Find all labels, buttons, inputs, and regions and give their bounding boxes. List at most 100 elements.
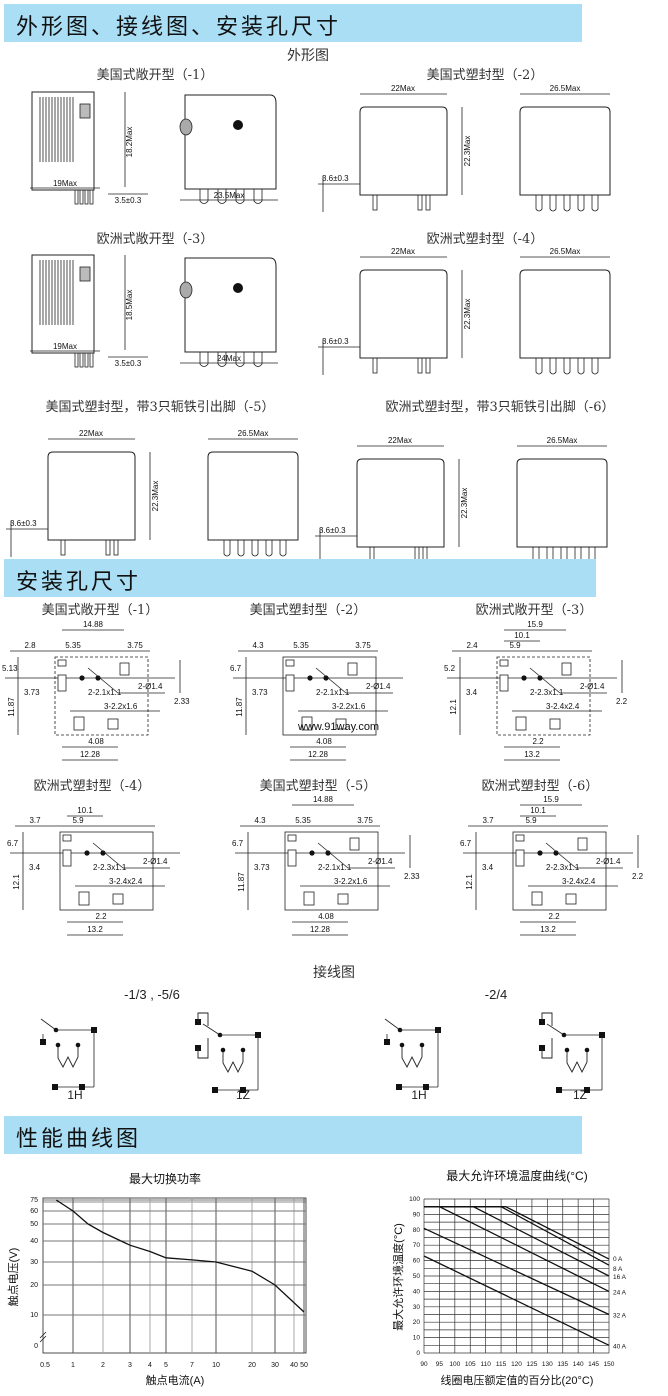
dim-bottom-1: 4.08 xyxy=(316,737,332,746)
dim-upper-height: 5.2 xyxy=(444,664,456,673)
coil-icon xyxy=(566,1050,588,1074)
pin xyxy=(237,540,245,557)
slot-hole xyxy=(57,674,67,692)
slot-hole xyxy=(285,674,295,692)
dim-hole-spacing: 5.9 xyxy=(525,816,537,825)
pin xyxy=(535,195,543,212)
mount-label-4: 欧洲式塑封型（-4） xyxy=(33,779,151,794)
y-tick-label: 30 xyxy=(413,1304,421,1311)
dim-hole-diameter: 2-Ø1.4 xyxy=(368,857,393,866)
slot-hole xyxy=(499,659,509,667)
dim-mid-height: 3.4 xyxy=(482,863,494,872)
x-tick-label: 10 xyxy=(212,1362,220,1369)
spring-icon xyxy=(179,118,193,136)
round-hole xyxy=(95,675,101,681)
dim-pin-offset: 3.75 xyxy=(355,641,371,650)
relay-body-front xyxy=(519,106,611,196)
y-tick-label: 40 xyxy=(413,1288,421,1295)
mount-label-5: 美国式塑封型（-5） xyxy=(259,779,377,794)
y-tick-label: 50 xyxy=(413,1273,421,1280)
dim-slot-size: 2-2.3x1.1 xyxy=(93,863,127,872)
relay-outline xyxy=(496,656,591,736)
pin-square-hole xyxy=(301,716,313,731)
watermark: www.91way.com xyxy=(297,721,379,733)
pin xyxy=(113,539,119,556)
pin xyxy=(577,358,585,375)
dim-mid-height: 3.73 xyxy=(24,688,40,697)
y-tick-label: 0 xyxy=(34,1343,38,1350)
slot-hole xyxy=(287,834,297,842)
relay-body-side xyxy=(359,269,448,359)
width-dimension: 24Max xyxy=(217,354,241,363)
dim-bottom-1: 2.2 xyxy=(95,912,107,921)
hole-leader xyxy=(92,842,124,869)
y-tick-label: 40 xyxy=(30,1238,38,1245)
height-dimension: 18.2Max xyxy=(125,127,134,158)
y-tick-label: 0 xyxy=(416,1350,420,1357)
x-tick-label: 140 xyxy=(573,1361,584,1368)
dim-upper-height: 5.13 xyxy=(2,664,18,673)
pin xyxy=(591,195,599,212)
pin-length-dimension: 3.5±0.3 xyxy=(115,196,142,205)
pin-square-hole xyxy=(73,716,85,731)
round-hole xyxy=(325,850,331,856)
contact-dot xyxy=(55,1042,61,1048)
pin xyxy=(591,358,599,375)
switch-blade xyxy=(384,1018,401,1031)
contact-dot xyxy=(399,1042,405,1048)
section-header-dimensions: 外形图、接线图、安装孔尺寸 xyxy=(4,4,582,42)
x-tick-label: 5 xyxy=(164,1362,168,1369)
dim-bottom-1: 4.08 xyxy=(318,912,334,921)
width-dimension: 26.5Max xyxy=(550,247,581,256)
hole-leader xyxy=(87,667,119,694)
x-tick-label: 40 xyxy=(290,1362,298,1369)
pin xyxy=(563,358,571,375)
coil-icon xyxy=(57,1045,79,1069)
terminal-icon xyxy=(52,1084,58,1090)
y-tick-label: 10 xyxy=(30,1312,38,1319)
pin-square-hole xyxy=(112,893,124,905)
section-header-mounting: 安装孔尺寸 xyxy=(4,559,596,597)
pin xyxy=(425,357,431,374)
height-dimension: 22.3Max xyxy=(460,488,469,519)
dim-right-offset: 2.33 xyxy=(404,872,420,881)
switch-blade xyxy=(202,1023,221,1036)
chart-title: 最大切换功率 xyxy=(129,1171,201,1186)
wire xyxy=(197,1038,209,1059)
coil-side-view xyxy=(31,254,95,354)
wiring-type-label: 1Z xyxy=(235,1088,251,1102)
series-end-label: 24 A xyxy=(613,1289,627,1296)
terminal-icon xyxy=(423,1084,429,1090)
x-tick-label: 50 xyxy=(300,1362,308,1369)
terminal-icon xyxy=(79,1084,85,1090)
dim-top-width: 14.88 xyxy=(83,620,104,629)
outline-label-5: 美国式塑封型，带3只轭铁引出脚（-5） xyxy=(45,400,275,415)
terminal-icon xyxy=(240,1087,246,1093)
series-end-label: 40 A xyxy=(613,1343,627,1350)
dim-mid-height: 3.73 xyxy=(252,688,268,697)
hole-leader xyxy=(315,667,347,694)
terminal-icon xyxy=(384,1039,390,1045)
depth-dimension: 22Max xyxy=(391,247,415,256)
x-tick-label: 150 xyxy=(604,1361,615,1368)
x-tick-label: 120 xyxy=(511,1361,522,1368)
dim-left-offset: 3.7 xyxy=(482,816,494,825)
x-tick-label: 110 xyxy=(480,1361,491,1368)
x-tick-label: 100 xyxy=(449,1361,460,1368)
relay-body-front xyxy=(207,451,299,541)
height-dimension: 22.3Max xyxy=(463,299,472,330)
dim-pin-holes: 3-2.2x1.6 xyxy=(104,702,138,711)
contact-dot xyxy=(75,1042,81,1048)
coil-icon xyxy=(401,1045,423,1069)
dim-pin-offset: 3.75 xyxy=(357,816,373,825)
dim-left-offset: 3.7 xyxy=(29,816,41,825)
wiring-group-label-2: -2/4 xyxy=(484,987,508,1002)
pin-length-dimension: 3.6±0.3 xyxy=(322,174,349,183)
series-end-label: 32 A xyxy=(613,1313,627,1320)
pin xyxy=(89,189,94,205)
depth-dimension: 19Max xyxy=(53,342,77,351)
